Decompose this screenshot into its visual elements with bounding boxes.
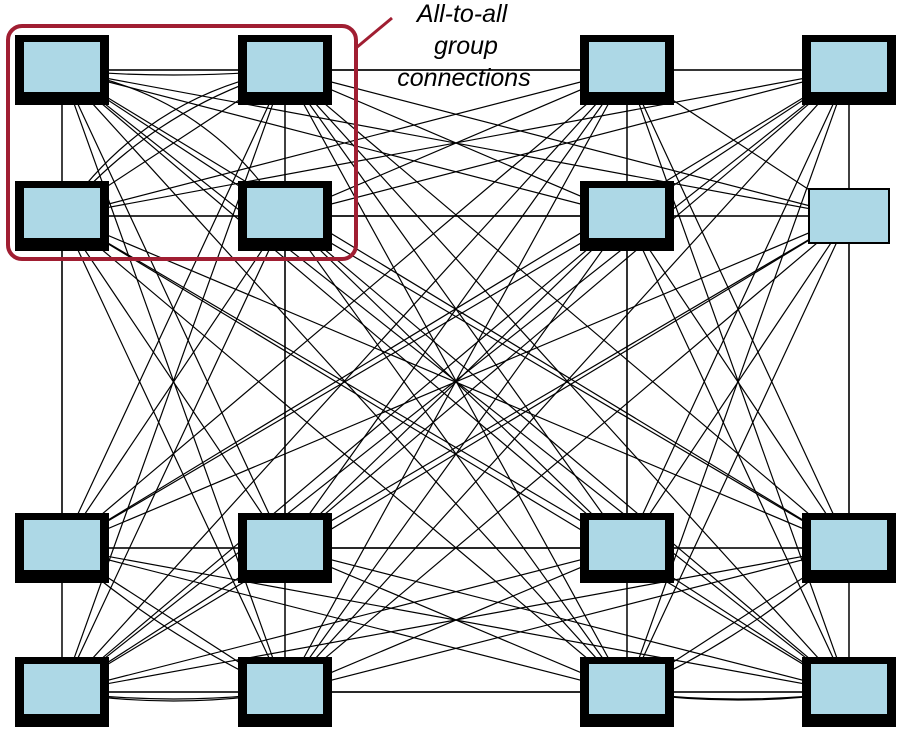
callout-label-line-1: All-to-all	[415, 0, 509, 28]
node-face	[589, 520, 665, 570]
edge-layer	[61, 69, 850, 702]
node-face	[811, 42, 887, 92]
node-face	[589, 188, 665, 238]
network-node-r2-c2	[238, 181, 332, 251]
connection-edge-7-13	[290, 220, 844, 688]
node-layer	[15, 35, 896, 727]
connection-edge-6-12	[67, 220, 622, 688]
node-face	[24, 664, 100, 714]
network-node-r3-c1	[15, 513, 109, 583]
connection-edge-6-8	[68, 219, 621, 545]
node-face	[247, 42, 323, 92]
node-face	[24, 520, 100, 570]
callout-leader-line	[355, 16, 393, 50]
connection-edge-7-12	[68, 219, 843, 689]
connection-edge-7-9	[291, 219, 843, 545]
connection-edge-3-13	[289, 75, 845, 687]
node-face	[247, 188, 323, 238]
network-node-r1-c2	[238, 35, 332, 105]
network-node-r1-c4	[802, 35, 896, 105]
node-face	[24, 42, 100, 92]
node-face	[811, 664, 887, 714]
connection-edge-7-8	[69, 218, 842, 546]
connection-edge-3-9	[290, 74, 844, 544]
node-face	[589, 42, 665, 92]
network-node-r4-c4	[802, 657, 896, 727]
node-face	[811, 520, 887, 570]
connection-edge-5-12	[64, 222, 283, 686]
network-node-r4-c2	[238, 657, 332, 727]
connection-edge-3-5	[292, 71, 842, 215]
node-face	[247, 520, 323, 570]
connection-edge-3-4	[69, 70, 842, 216]
connection-edge-7-14	[629, 222, 847, 686]
network-node-r1-c3	[580, 35, 674, 105]
connection-edge-2-4	[69, 71, 620, 215]
connection-edge-10-12	[69, 549, 620, 691]
network-node-r4-c1	[15, 657, 109, 727]
network-node-r4-c3	[580, 657, 674, 727]
node-face	[247, 664, 323, 714]
node-face	[808, 188, 890, 244]
callout-label-line-2: group	[434, 32, 498, 60]
node-face	[24, 188, 100, 238]
connection-edge-3-8	[68, 73, 843, 545]
network-node-r2-c1	[15, 181, 109, 251]
node-face	[589, 664, 665, 714]
callout-label-line-3: connections	[397, 64, 530, 92]
connection-edge-11-12	[69, 548, 842, 692]
network-node-r3-c3	[580, 513, 674, 583]
group-highlight-box	[6, 24, 358, 261]
connection-edge-5-8	[65, 222, 282, 542]
network-node-r3-c2	[238, 513, 332, 583]
network-node-r2-c4	[808, 188, 890, 244]
connection-edge-7-10	[630, 222, 846, 542]
network-node-r1-c1	[15, 35, 109, 105]
connection-edge-11-13	[292, 549, 842, 691]
network-node-r2-c3	[580, 181, 674, 251]
network-node-r3-c4	[802, 513, 896, 583]
connection-edge-1-8	[64, 76, 283, 542]
connection-edge-2-12	[66, 75, 623, 687]
